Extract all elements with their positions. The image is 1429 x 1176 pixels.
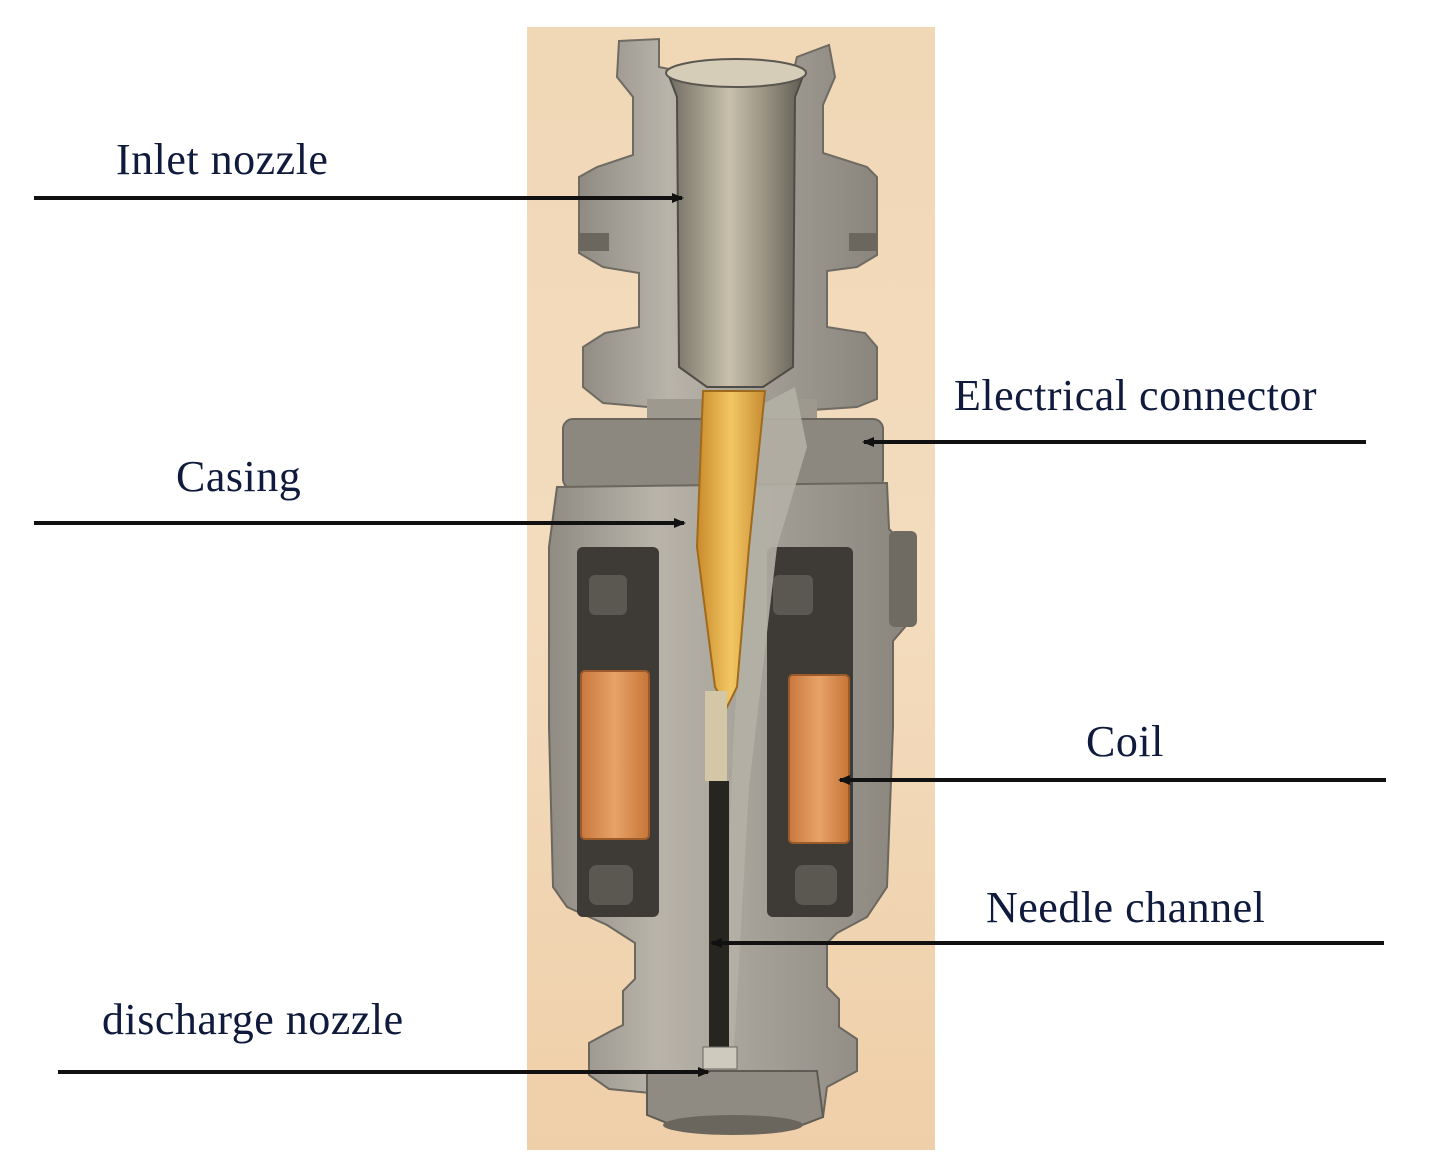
fracture-face — [723, 387, 807, 1067]
label-inlet-nozzle: Inlet nozzle — [116, 135, 329, 184]
label-needle-channel: Needle channel — [986, 883, 1266, 932]
side-connector-tab — [889, 531, 917, 627]
coil-winding-right — [788, 674, 850, 844]
armature-brass — [695, 390, 767, 710]
pocket-hole-right-top — [773, 575, 813, 615]
discharge-outlet — [663, 1115, 803, 1135]
groove-left-1 — [579, 233, 609, 251]
pocket-hole-left-bottom — [589, 865, 633, 905]
label-electrical-connector: Electrical connector — [954, 371, 1318, 420]
coil-winding-left — [580, 670, 650, 840]
label-discharge-nozzle: discharge nozzle — [102, 995, 404, 1044]
groove-right-1 — [849, 233, 877, 251]
pocket-hole-left-top — [589, 575, 627, 615]
injector-cross-section-photo — [527, 27, 935, 1150]
needle-tip-seat — [702, 1046, 738, 1070]
injector-cross-section-illustration — [527, 27, 935, 1150]
needle-upper — [705, 691, 727, 781]
label-casing: Casing — [176, 452, 302, 501]
inlet-bore-rim — [665, 58, 807, 88]
needle-channel-bore — [709, 781, 729, 1061]
inlet-bore — [665, 70, 807, 388]
pocket-hole-right-bottom — [795, 865, 837, 905]
label-coil: Coil — [1086, 717, 1164, 766]
